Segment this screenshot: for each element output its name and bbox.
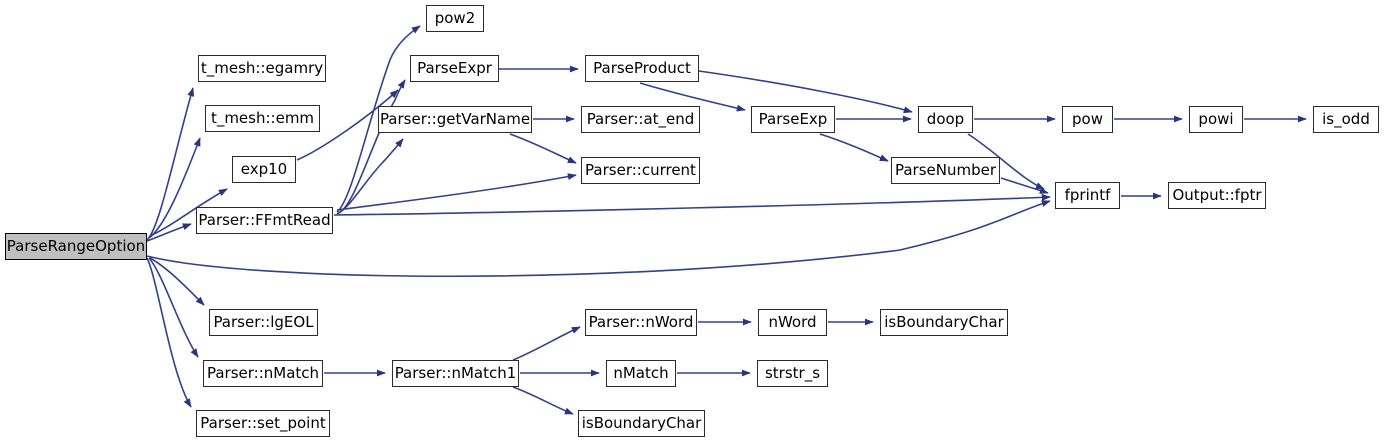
- call-edge: [296, 89, 399, 161]
- call-edge: [698, 70, 913, 114]
- graph-node-parser-ffmtread[interactable]: Parser::FFmtRead: [196, 207, 333, 234]
- call-edge: [639, 82, 746, 112]
- graph-node-t-mesh-egamry[interactable]: t_mesh::egamry: [198, 55, 326, 82]
- call-edge: [336, 138, 404, 215]
- call-edge: [146, 257, 192, 408]
- call-edge: [336, 173, 577, 211]
- graph-node-isboundarychar[interactable]: isBoundaryChar: [578, 410, 705, 437]
- graph-node-parser-set-point[interactable]: Parser::set_point: [196, 410, 330, 437]
- graph-node-doop[interactable]: doop: [918, 106, 973, 133]
- graph-node-parser-current[interactable]: Parser::current: [581, 157, 700, 184]
- graph-node-exp10[interactable]: exp10: [232, 156, 296, 183]
- call-edge: [149, 257, 205, 306]
- graph-node-nmatch[interactable]: nMatch: [606, 360, 676, 387]
- graph-node-parser-nword[interactable]: Parser::nWord: [585, 309, 697, 336]
- graph-node-parseexp[interactable]: ParseExp: [751, 106, 835, 133]
- call-edge: [819, 133, 889, 162]
- graph-node-parser-nmatch[interactable]: Parser::nMatch: [203, 360, 323, 387]
- graph-node-nword[interactable]: nWord: [758, 309, 827, 336]
- graph-node-parser-lgeol[interactable]: Parser::lgEOL: [209, 309, 318, 336]
- graph-node-parser-getvarname[interactable]: Parser::getVarName: [378, 106, 532, 133]
- call-edge: [1000, 177, 1049, 194]
- graph-node-parsenumber[interactable]: ParseNumber: [891, 157, 1000, 184]
- graph-node-parseexpr[interactable]: ParseExpr: [410, 55, 499, 82]
- call-edge: [512, 326, 581, 361]
- graph-node-parser-nmatch1[interactable]: Parser::nMatch1: [392, 360, 519, 387]
- graph-node-is-odd[interactable]: is_odd: [1313, 106, 1379, 133]
- graph-node-t-mesh-emm[interactable]: t_mesh::emm: [205, 105, 320, 132]
- call-edge: [967, 133, 1045, 190]
- graph-node-fprintf[interactable]: fprintf: [1055, 182, 1120, 209]
- call-edge: [149, 188, 228, 237]
- call-edge: [336, 25, 421, 213]
- call-edge: [146, 87, 195, 241]
- call-edge: [146, 200, 1051, 278]
- graph-node-strstr-s[interactable]: strstr_s: [757, 360, 828, 387]
- graph-node-pow[interactable]: pow: [1062, 106, 1113, 133]
- call-edge: [509, 133, 577, 164]
- graph-node-parser-at-end[interactable]: Parser::at_end: [581, 106, 700, 133]
- call-edge: [512, 386, 574, 415]
- graph-node-isboundarychar[interactable]: isBoundaryChar: [880, 309, 1008, 336]
- graph-node-powi[interactable]: powi: [1189, 106, 1243, 133]
- graph-node-output-fptr[interactable]: Output::fptr: [1168, 182, 1266, 209]
- call-edge: [333, 193, 1051, 216]
- call-edge: [148, 257, 199, 358]
- graph-node-parserangeoption[interactable]: ParseRangeOption: [5, 233, 147, 260]
- call-edge: [146, 223, 192, 242]
- call-edge: [338, 79, 406, 214]
- graph-node-pow2[interactable]: pow2: [426, 5, 484, 32]
- graph-node-parseproduct[interactable]: ParseProduct: [585, 55, 699, 82]
